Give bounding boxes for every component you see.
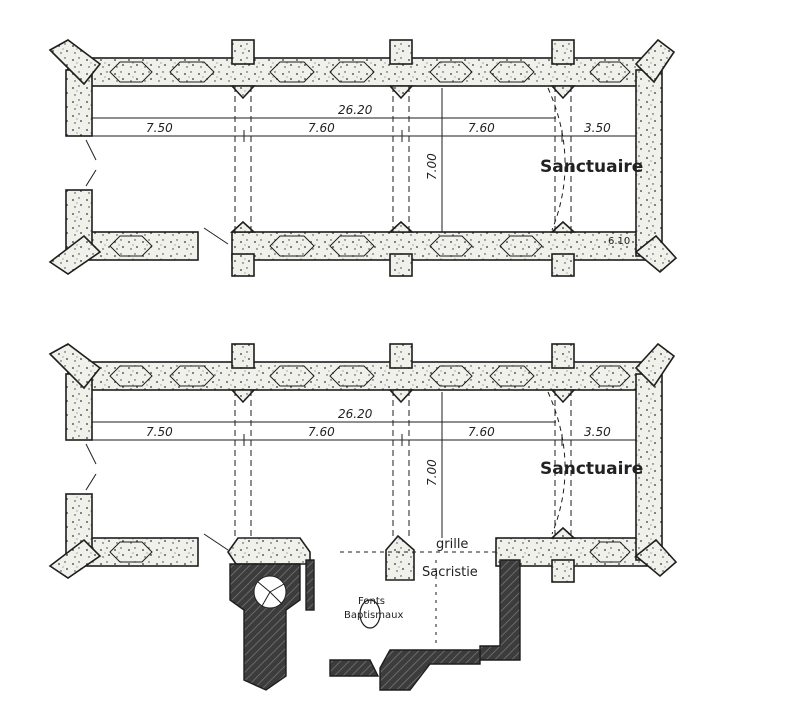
plan-bottom-bay-2-dimension: 7.60	[308, 425, 335, 439]
plan-top: 26.20 7.50 7.60 7.60 3.50 7.00 Sanctuair…	[48, 38, 678, 277]
plan-top-sanctuary-label: Sanctuaire	[540, 157, 643, 177]
plan-bottom-sanctuary-depth: 3.50	[584, 425, 611, 439]
plan-top-width-dimension: 7.00	[425, 153, 439, 180]
plan-top-windows	[109, 61, 631, 257]
plan-bottom-door	[85, 443, 229, 551]
plan-bottom-font-label-line1: Fonts	[358, 596, 385, 607]
plan-top-dimension-lines	[92, 88, 636, 232]
plan-bottom-grille-label: grille	[436, 537, 468, 552]
plan-bottom-windows	[109, 365, 631, 563]
plan-bottom-font-label-line2: Baptismaux	[344, 610, 403, 621]
plan-bottom-spiral-stair	[253, 575, 287, 609]
plan-bottom: 26.20 7.50 7.60 7.60 3.50 7.00 Sanctuair…	[48, 342, 678, 691]
plan-bottom-sanctuary-label: Sanctuaire	[540, 459, 643, 479]
plan-bottom-bay-3-dimension: 7.60	[468, 425, 495, 439]
plan-top-bay-1-dimension: 7.50	[146, 121, 173, 135]
plan-top-door	[85, 139, 229, 245]
plan-bottom-bay-lines	[234, 390, 572, 538]
plan-top-bay-lines	[234, 86, 572, 232]
plan-top-sanctuary-depth: 3.50	[584, 121, 611, 135]
plan-top-corner-note: 6.10	[608, 236, 630, 247]
plan-bottom-sacristy-label: Sacristie	[422, 565, 478, 580]
plan-bottom-walls	[48, 342, 678, 583]
plan-top-bay-2-dimension: 7.60	[308, 121, 335, 135]
plan-bottom-baptismal-font	[359, 599, 381, 629]
plan-bottom-bay-1-dimension: 7.50	[146, 425, 173, 439]
plan-top-sanctuary-arc	[547, 87, 566, 231]
plan-bottom-dimension-lines	[92, 392, 636, 538]
plan-bottom-overall-dimension: 26.20	[338, 407, 373, 421]
plan-bottom-sanctuary-arc	[547, 391, 566, 535]
plan-top-overall-dimension: 26.20	[338, 103, 373, 117]
plan-top-walls	[48, 38, 678, 277]
plan-bottom-width-dimension: 7.00	[425, 459, 439, 486]
plan-bottom-annex-walls	[229, 559, 521, 691]
plan-top-bay-3-dimension: 7.60	[468, 121, 495, 135]
